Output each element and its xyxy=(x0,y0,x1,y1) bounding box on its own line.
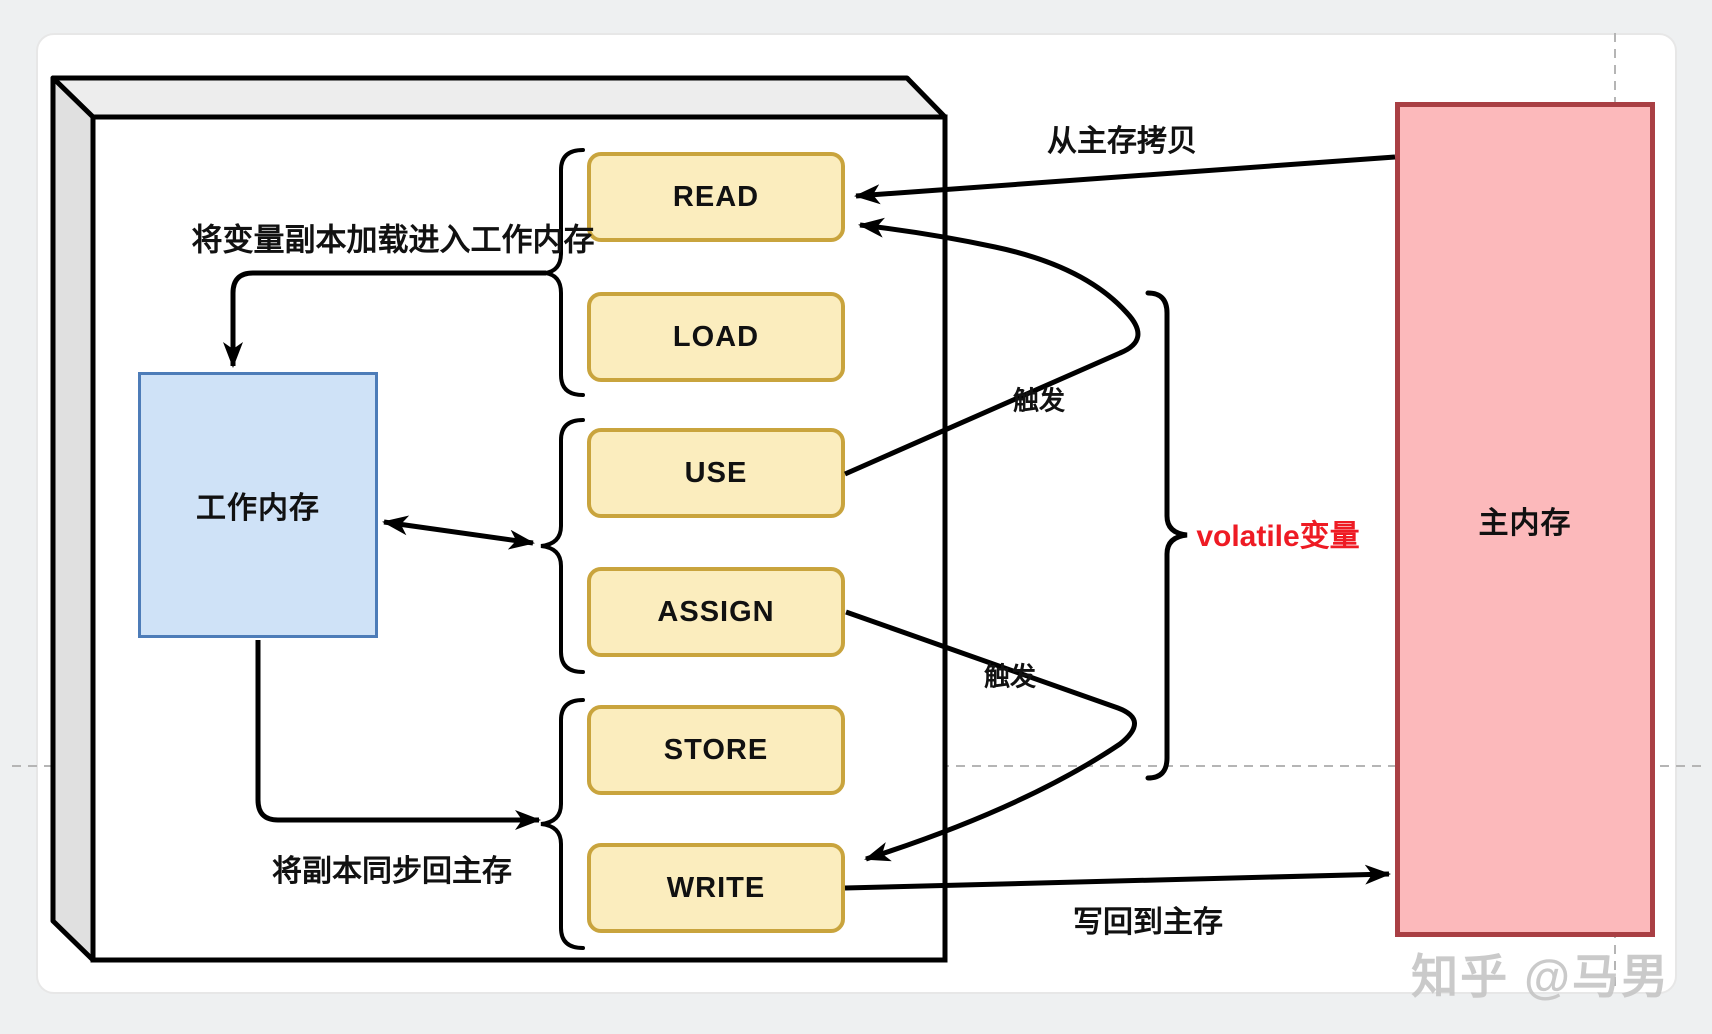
op-label-read: READ xyxy=(672,180,760,213)
op-label-write: WRITE xyxy=(666,871,766,904)
label-sync-back: 将副本同步回主存 xyxy=(272,855,512,888)
op-label-use: USE xyxy=(684,456,748,489)
op-box-use: USE xyxy=(587,428,845,518)
working-memory-label: 工作内存 xyxy=(196,492,320,525)
op-label-assign: ASSIGN xyxy=(657,595,775,628)
op-box-store: STORE xyxy=(587,705,845,795)
main-memory-label: 主内存 xyxy=(1478,506,1572,540)
watermark: 知乎 @马男 xyxy=(1411,950,1670,1003)
label-write-back: 写回到主存 xyxy=(1073,906,1223,939)
label-trigger-top: 触发 xyxy=(1012,385,1066,416)
op-box-write: WRITE xyxy=(587,843,845,933)
label-copy-from-main: 从主存拷贝 xyxy=(1047,125,1197,158)
op-label-store: STORE xyxy=(663,733,769,766)
op-box-assign: ASSIGN xyxy=(587,567,845,657)
op-box-load: LOAD xyxy=(587,292,845,382)
label-load-into-working: 将变量副本加载进入工作内存 xyxy=(191,222,595,258)
label-trigger-bottom: 触发 xyxy=(983,661,1037,692)
working-memory-box: 工作内存 xyxy=(138,372,378,638)
label-volatile: volatile变量 xyxy=(1196,520,1360,553)
op-label-load: LOAD xyxy=(672,320,760,353)
main-memory-box: 主内存 xyxy=(1395,102,1655,937)
op-box-read: READ xyxy=(587,152,845,242)
